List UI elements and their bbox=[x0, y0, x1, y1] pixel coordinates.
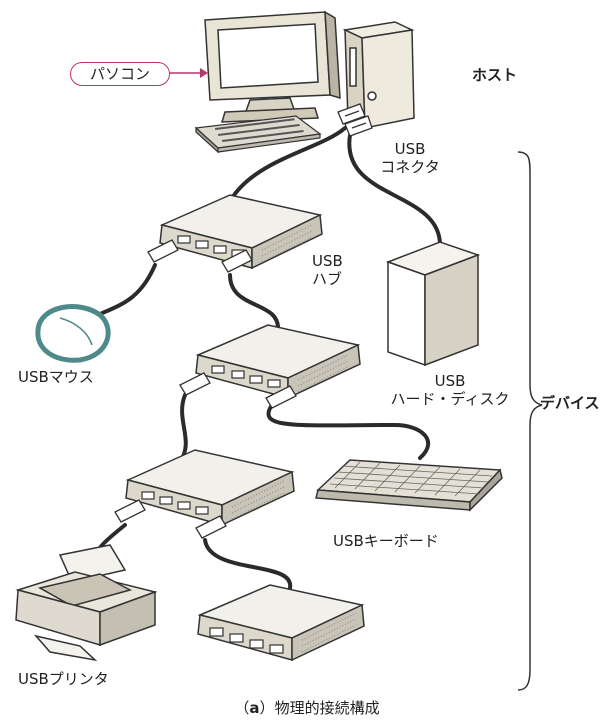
usb-hub-1 bbox=[159, 194, 323, 270]
usb-connector-label-line2: コネクタ bbox=[380, 158, 440, 176]
cable-hub2-to-hub3 bbox=[178, 393, 188, 464]
hub1-plugs bbox=[147, 239, 253, 273]
caption-letter: a bbox=[249, 699, 260, 717]
usb-connector-label-line1: USB bbox=[394, 140, 426, 158]
figure-caption: （a）物理的接続構成 bbox=[234, 699, 380, 717]
hub3-plugs bbox=[114, 499, 227, 539]
pc-callout: パソコン bbox=[70, 62, 170, 86]
usb-hub-label: USB ハブ bbox=[312, 252, 343, 288]
usb-connector-label: USB コネクタ bbox=[380, 140, 440, 176]
host-usb-plugs bbox=[337, 103, 373, 137]
pc-monitor bbox=[204, 10, 341, 123]
usb-hdd-label: USB ハード・ディスク bbox=[380, 372, 520, 408]
usb-keyboard bbox=[315, 459, 503, 512]
usb-mouse bbox=[35, 304, 111, 363]
callout-arrow bbox=[168, 68, 208, 78]
cable-hub2-to-keyboard bbox=[266, 403, 430, 460]
cable-host-to-hub1 bbox=[226, 126, 347, 207]
usb-hub-label-line1: USB bbox=[312, 252, 343, 270]
cable-hub3-to-hub4 bbox=[203, 538, 293, 590]
usb-hdd-label-line2: ハード・ディスク bbox=[390, 390, 510, 408]
usb-hub-label-line2: ハブ bbox=[312, 270, 343, 288]
usb-hdd-label-line1: USB bbox=[434, 372, 466, 390]
pc-keyboard bbox=[194, 115, 322, 154]
devices-label: デバイス bbox=[540, 394, 600, 412]
cable-hub1-to-mouse bbox=[96, 263, 157, 317]
cable-host-to-hdd bbox=[347, 133, 442, 247]
hub2-plugs bbox=[179, 372, 297, 409]
cable-hub1-to-hub2 bbox=[228, 273, 281, 332]
host-label: ホスト bbox=[472, 66, 518, 84]
usb-mouse-label: USBマウス bbox=[18, 368, 94, 386]
usb-hard-disk bbox=[385, 241, 481, 367]
devices-bracket bbox=[517, 151, 543, 691]
usb-printer bbox=[15, 544, 158, 662]
cables bbox=[96, 126, 442, 590]
caption-text: 物理的接続構成 bbox=[274, 699, 380, 717]
usb-keyboard-label: USBキーボード bbox=[333, 532, 439, 550]
usb-hub-4 bbox=[197, 584, 365, 662]
usb-printer-label: USBプリンタ bbox=[18, 670, 109, 688]
usb-hub-3 bbox=[125, 449, 295, 527]
usb-hub-2 bbox=[195, 324, 361, 400]
